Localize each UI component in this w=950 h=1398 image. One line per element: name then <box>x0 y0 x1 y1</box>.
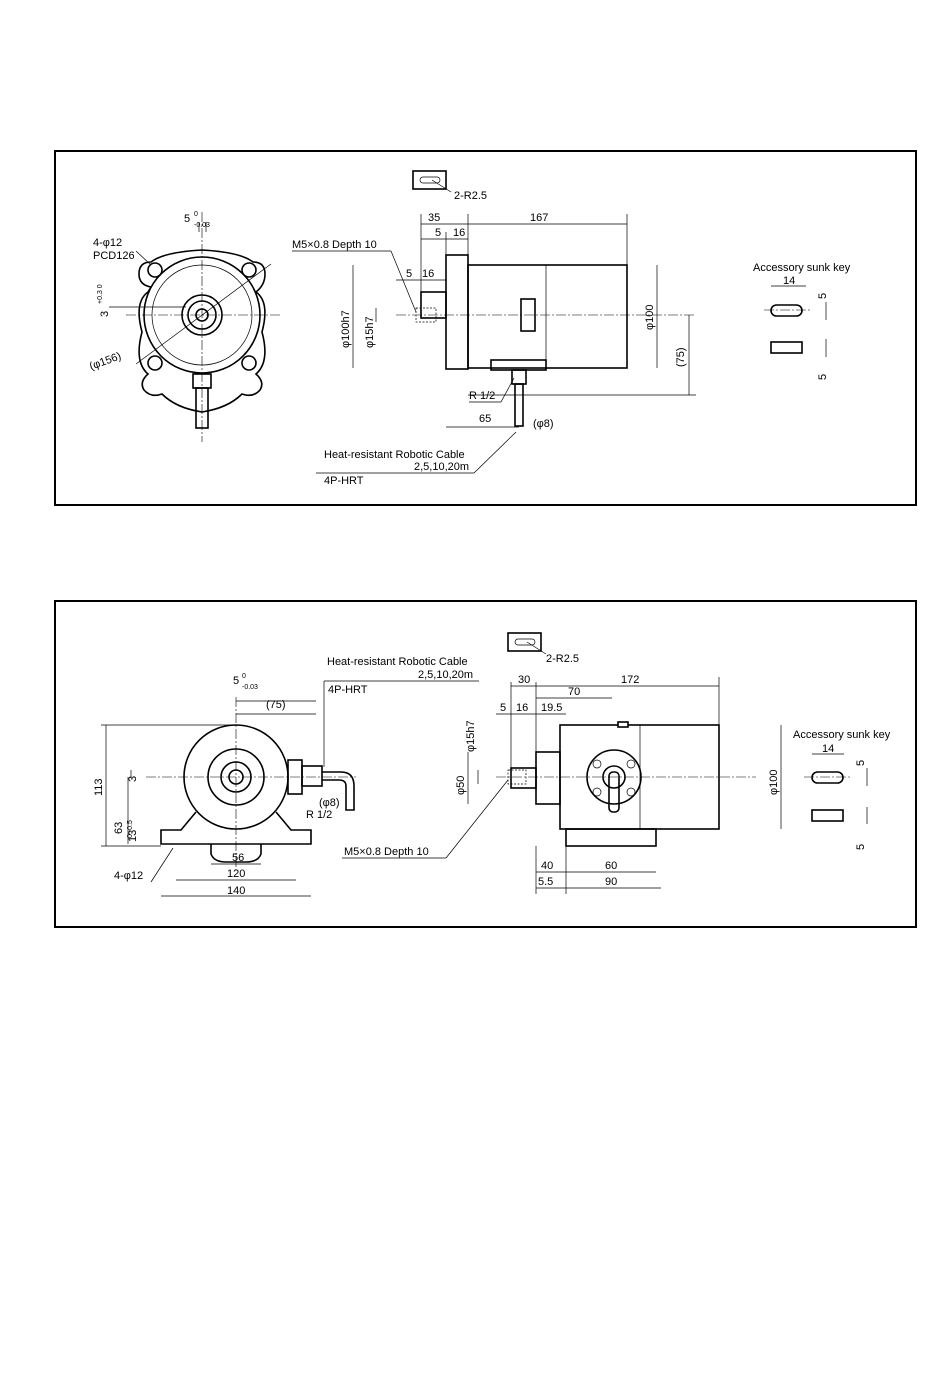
cable-lengths: 2,5,10,20m <box>414 461 469 473</box>
flange-type-svg: 2-R2.5 5 0 -0.03 4-φ12 PCD126 (φ156) 3 +0… <box>88 170 851 487</box>
foot-dim-172: 172 <box>621 674 639 686</box>
foot-height-113: 113 <box>93 778 105 796</box>
foot-dim-40: 40 <box>541 860 553 872</box>
foot-dim-140: 140 <box>227 885 245 897</box>
flange-type-drawing: 2-R2.5 5 0 -0.03 4-φ12 PCD126 (φ156) 3 +0… <box>54 150 917 506</box>
foot-type-svg: 2-R2.5 Heat-resistant Robotic Cable 2,5,… <box>93 632 891 897</box>
svg-text:0 -0.5: 0 -0.5 <box>127 820 134 838</box>
foot-cable-code: 4P-HRT <box>328 684 368 696</box>
dim-5: 5 <box>435 227 441 239</box>
thread-label: R 1/2 <box>469 390 495 402</box>
flange-front-view: 5 0 -0.03 4-φ12 PCD126 (φ156) 3 +0.3 0 <box>88 211 281 442</box>
foot-bolt-holes: 4-φ12 <box>114 870 143 882</box>
tapped-hole-label: M5×0.8 Depth 10 <box>292 239 377 251</box>
foot-side-view: 30 172 70 5 16 19.5 φ15h7 φ50 φ100 M5×0.… <box>342 674 782 894</box>
foot-height-63: 63 <box>113 822 125 834</box>
foot-dim-30: 30 <box>518 674 530 686</box>
foot-tapped-hole: M5×0.8 Depth 10 <box>344 846 429 858</box>
flange-side-view: 35 167 5 16 M5×0.8 Depth 10 5 16 φ100h7 … <box>292 212 696 430</box>
foot-dim-70: 70 <box>568 686 580 698</box>
key-radius-label: 2-R2.5 <box>454 190 487 202</box>
foot-dim-5-5: 5.5 <box>538 876 553 888</box>
key-width-label: 5 <box>184 213 190 225</box>
flange-dia-label: (φ156) <box>88 350 123 372</box>
foot-dim-90: 90 <box>605 876 617 888</box>
accessory-length: 14 <box>783 275 795 287</box>
foot-offset-3: 3 <box>127 776 139 782</box>
flange-dia-h7: φ100h7 <box>340 310 352 348</box>
accessory-height: 5 <box>817 374 829 380</box>
dim-5-inner: 5 <box>406 268 412 280</box>
svg-text:0: 0 <box>194 211 198 218</box>
foot-accessory-key: Accessory sunk key 14 5 5 <box>793 729 891 850</box>
svg-text:-0.03: -0.03 <box>242 684 258 691</box>
foot-dim-120: 120 <box>227 868 245 880</box>
dim-35: 35 <box>428 212 440 224</box>
accessory-width: 5 <box>817 293 829 299</box>
foot-accessory-length: 14 <box>822 743 834 755</box>
foot-cable-callout: Heat-resistant Robotic Cable 2,5,10,20m … <box>323 656 479 767</box>
foot-dim-19-5: 19.5 <box>541 702 562 714</box>
foot-cable-name: Heat-resistant Robotic Cable <box>327 656 468 668</box>
foot-thread-label: R 1/2 <box>306 809 332 821</box>
foot-front-view: 5 0 -0.03 (75) 113 3 63 0 -0.5 13 (φ8) R … <box>93 673 356 897</box>
cable-code: 4P-HRT <box>324 475 364 487</box>
foot-dim-75: (75) <box>266 699 286 711</box>
foot-cable-dia: (φ8) <box>319 797 340 809</box>
key-detail-top: 2-R2.5 <box>412 170 487 202</box>
shaft-dia-h7: φ15h7 <box>364 316 376 348</box>
foot-body-dia: φ100 <box>768 770 780 796</box>
flange-accessory-key: Accessory sunk key 14 5 5 <box>753 262 851 380</box>
dim-65: 65 <box>479 413 491 425</box>
foot-accessory-height: 5 <box>855 844 867 850</box>
foot-shaft-h7: φ15h7 <box>465 720 477 752</box>
dim-75: (75) <box>675 347 687 367</box>
foot-cable-lengths: 2,5,10,20m <box>418 669 473 681</box>
svg-text:+0.3 0: +0.3 0 <box>97 284 104 304</box>
foot-dim-56: 56 <box>232 852 244 864</box>
foot-dim-60: 60 <box>605 860 617 872</box>
dim-16-inner: 16 <box>422 268 434 280</box>
cable-dia-label: (φ8) <box>533 418 554 430</box>
foot-dim-5: 5 <box>500 702 506 714</box>
svg-text:-0.03: -0.03 <box>194 222 210 229</box>
foot-key-radius: 2-R2.5 <box>546 653 579 665</box>
foot-key-detail: 2-R2.5 <box>507 632 579 665</box>
dim-167: 167 <box>530 212 548 224</box>
foot-accessory-title: Accessory sunk key <box>793 729 891 741</box>
cable-name: Heat-resistant Robotic Cable <box>324 449 465 461</box>
flange-cable-callout: Heat-resistant Robotic Cable 2,5,10,20m … <box>316 431 517 487</box>
dim-16: 16 <box>453 227 465 239</box>
key-offset-label: 3 <box>99 311 111 317</box>
accessory-title: Accessory sunk key <box>753 262 851 274</box>
foot-height-13: 13 <box>127 830 139 842</box>
body-dia: φ100 <box>644 305 656 331</box>
pcd-label: PCD126 <box>93 250 135 262</box>
foot-type-drawing: 2-R2.5 Heat-resistant Robotic Cable 2,5,… <box>54 600 917 928</box>
foot-dim-16: 16 <box>516 702 528 714</box>
foot-key-width: 5 <box>233 675 239 687</box>
bolt-hole-label: 4-φ12 <box>93 237 122 249</box>
foot-pilot-dia: φ50 <box>455 776 467 795</box>
foot-accessory-width: 5 <box>855 760 867 766</box>
svg-text:0: 0 <box>242 673 246 680</box>
